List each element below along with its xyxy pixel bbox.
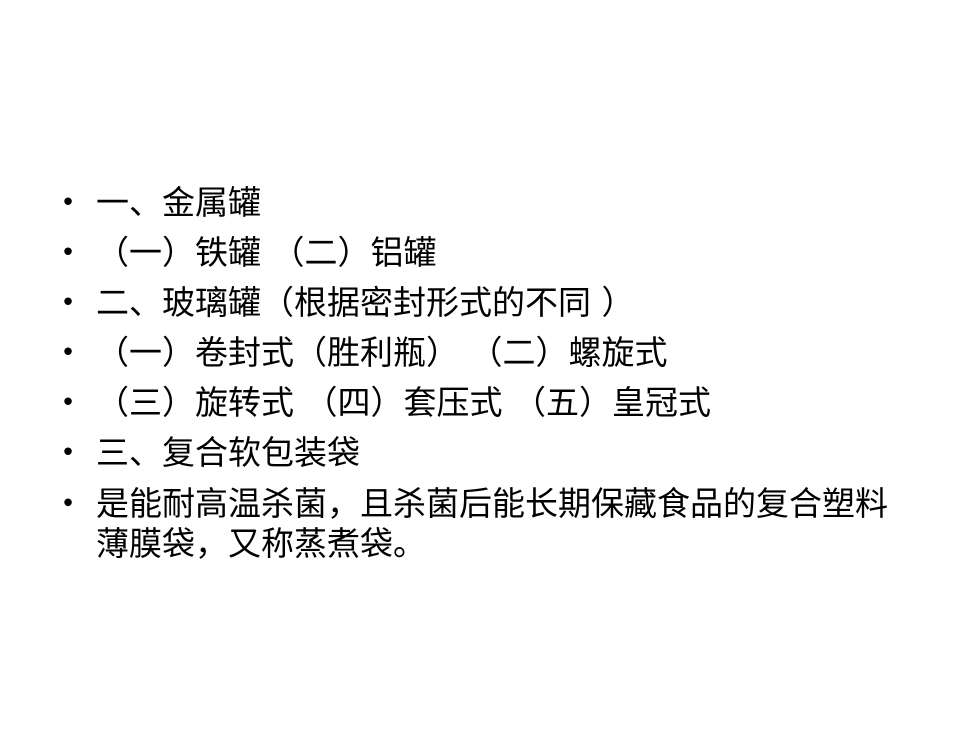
list-item: • （一）卷封式（胜利瓶） （二）螺旋式 [58,328,938,378]
list-item-text: （一）卷封式（胜利瓶） （二）螺旋式 [96,333,668,372]
bullet-icon: • [60,438,76,468]
list-item-text: 三、复合软包装袋 [96,433,360,472]
list-item-text: （三）旋转式 （四）套压式 （五）皇冠式 [96,383,711,422]
bullet-icon: • [60,388,76,418]
bullet-list: • 一、金属罐 • （一）铁罐 （二）铝罐 • 二、玻璃罐（根据密封形式的不同 … [58,178,938,564]
list-item: • 一、金属罐 [58,178,938,228]
list-item: • （一）铁罐 （二）铝罐 [58,228,938,278]
list-item: • （三）旋转式 （四）套压式 （五）皇冠式 [58,378,938,428]
bullet-icon: • [60,188,76,218]
bullet-icon: • [60,238,76,268]
bullet-icon: • [60,288,76,318]
list-item: • 二、玻璃罐（根据密封形式的不同 ） [58,278,938,328]
bullet-icon: • [60,338,76,368]
list-item-text: 是能耐高温杀菌，且杀菌后能长期保藏食品的复合塑料薄膜袋，又称蒸煮袋。 [96,484,888,563]
list-item-note: （根据密封形式的不同 ） [261,283,635,322]
list-item-text: 二、玻璃罐 [96,283,261,322]
bullet-icon: • [60,489,76,519]
list-item: • 三、复合软包装袋 [58,428,938,478]
list-item-text: （一）铁罐 （二）铝罐 [96,233,437,272]
list-item-text: 一、金属罐 [96,183,261,222]
list-item: • 是能耐高温杀菌，且杀菌后能长期保藏食品的复合塑料薄膜袋，又称蒸煮袋。 [58,484,938,564]
